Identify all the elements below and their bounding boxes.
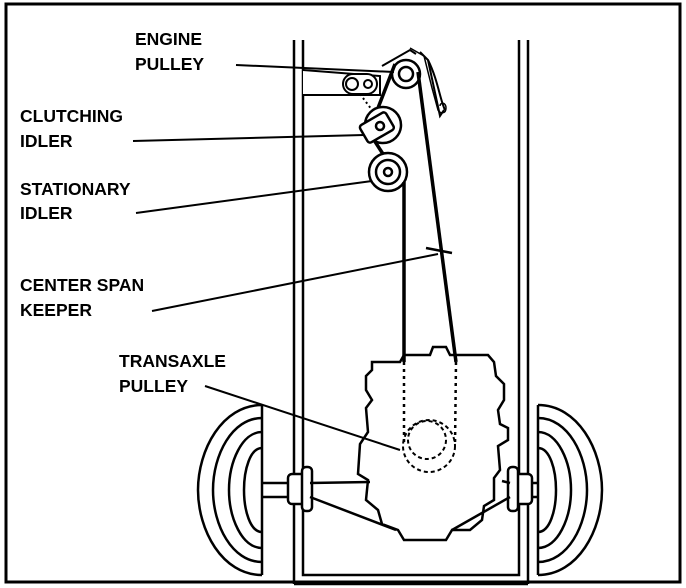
leader-lines: [132, 64, 439, 451]
transaxle-housing: [356, 345, 510, 542]
stationary-idler: [367, 151, 409, 193]
axles: [262, 465, 538, 532]
engine-pulley: [390, 58, 422, 90]
engine-pulley-bracket: [302, 48, 446, 119]
label-engine-pulley: ENGINE PULLEY: [135, 29, 207, 74]
label-stationary-idler: STATIONARY IDLER: [20, 179, 135, 223]
left-wheel: [196, 403, 264, 577]
belt-dotted-guide: [359, 93, 373, 111]
diagram-border: [4, 2, 682, 584]
label-center-span-keeper: CENTER SPAN KEEPER: [20, 275, 149, 320]
label-clutching-idler: CLUTCHING IDLER: [20, 106, 128, 151]
center-span-keeper: [425, 246, 453, 255]
belt-hidden: [402, 361, 458, 447]
tension-spring: [409, 47, 447, 114]
clutching-idler: [358, 105, 403, 145]
right-wheel: [536, 403, 604, 577]
label-transaxle-pulley: TRANSAXLE PULLEY: [119, 351, 231, 396]
